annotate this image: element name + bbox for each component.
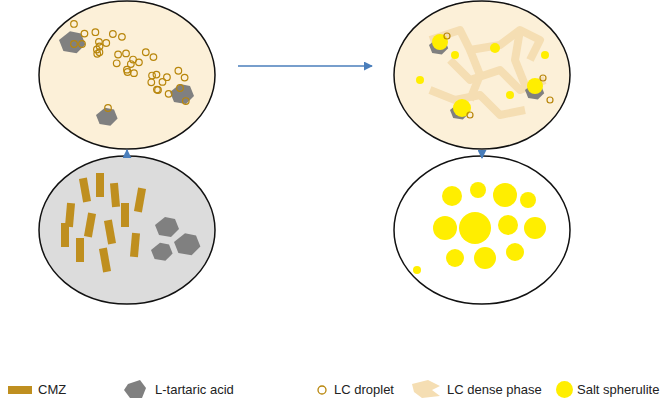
lc-droplet xyxy=(131,70,138,77)
dense-phase-sample xyxy=(412,380,440,398)
lc-droplet xyxy=(136,59,143,66)
stage-circle xyxy=(394,1,570,149)
lc-dense-phase xyxy=(430,30,540,60)
legend-label: Salt spherulite xyxy=(577,382,659,398)
legend-swatch xyxy=(8,386,32,394)
cmz-rod xyxy=(79,177,91,202)
lc-droplet xyxy=(177,85,184,92)
salt-spherulite xyxy=(442,186,462,206)
salt-spherulite xyxy=(432,34,448,50)
flow-arrow xyxy=(126,150,128,158)
cmz-rod xyxy=(130,233,140,258)
salt-spherulite xyxy=(453,99,471,117)
cmz-rod xyxy=(61,223,69,247)
salt-spherulite xyxy=(459,212,491,244)
tartaric-acid xyxy=(174,233,200,255)
flow-arrow xyxy=(481,150,483,158)
lc-droplet xyxy=(159,79,166,86)
lc-droplet xyxy=(105,105,112,112)
lc-droplet xyxy=(149,72,156,79)
tartaric-acid xyxy=(151,243,173,261)
cmz-rod xyxy=(96,173,104,197)
salt-spherulite xyxy=(416,76,424,84)
lc-droplet xyxy=(182,98,189,105)
cmz-rod xyxy=(99,247,111,272)
cmz-rod xyxy=(104,219,116,244)
legend-label: LC dense phase xyxy=(447,382,542,398)
lc-droplet xyxy=(71,21,78,28)
legend-label: CMZ xyxy=(38,382,66,398)
particles xyxy=(59,21,553,274)
lc-droplet xyxy=(124,69,131,76)
lc-droplet xyxy=(175,67,182,74)
cmz-rod xyxy=(110,183,120,208)
lc-droplet xyxy=(181,74,188,81)
lc-droplet xyxy=(119,34,126,41)
lc-dense-phase xyxy=(470,50,480,100)
cmz-rod xyxy=(76,238,84,262)
lc-droplet xyxy=(148,79,155,86)
lc-droplet xyxy=(540,75,546,81)
lc-droplet xyxy=(79,41,86,48)
salt-spherulite xyxy=(474,247,496,269)
salt-spherulite xyxy=(493,183,517,207)
salt-spherulite xyxy=(490,43,500,53)
salt-spherulite xyxy=(506,243,524,261)
lc-droplet xyxy=(444,33,450,39)
tartaric-acid xyxy=(155,217,179,237)
lc-droplet xyxy=(96,43,103,50)
cmz-rod xyxy=(121,203,129,227)
salt-spherulite xyxy=(433,216,457,240)
cmz-rod xyxy=(134,187,146,212)
legend-label: L-tartaric acid xyxy=(155,382,234,398)
lc-droplet xyxy=(103,40,110,47)
lc-droplet xyxy=(123,50,130,57)
lc-droplet xyxy=(150,54,157,61)
lc-droplet xyxy=(467,112,473,118)
salt-spherulite xyxy=(541,51,549,59)
lc-droplet xyxy=(115,51,122,58)
tartaric-acid xyxy=(170,84,194,104)
lc-dense-phase xyxy=(515,30,525,85)
flow-arrow xyxy=(238,65,372,67)
salt-spherulite xyxy=(520,192,536,208)
legend-label: LC droplet xyxy=(334,382,394,398)
salt-spherulite xyxy=(498,215,518,235)
lc-droplet xyxy=(165,91,172,98)
lc-droplet xyxy=(142,49,149,56)
salt-spherulite xyxy=(413,266,421,274)
tartaric-sample xyxy=(124,380,146,398)
salt-spherulite xyxy=(446,249,464,267)
lc-droplet xyxy=(547,97,553,103)
salt-spherulite xyxy=(470,182,486,198)
salt-spherulite xyxy=(451,51,459,59)
lc-dense-phase xyxy=(430,90,525,115)
stage-circle xyxy=(39,156,215,304)
cmz-rod xyxy=(84,212,96,237)
droplet-sample xyxy=(318,386,326,394)
lc-droplet xyxy=(71,41,78,48)
lc-droplet xyxy=(128,61,135,68)
lc-droplet xyxy=(110,31,117,38)
lc-droplet xyxy=(92,29,99,36)
salt-spherulite xyxy=(506,91,514,99)
stage-circle xyxy=(39,1,215,149)
stage-circle xyxy=(394,156,570,304)
lc-droplet xyxy=(155,87,162,94)
salt-spherulite xyxy=(524,217,546,239)
lc-droplet xyxy=(81,30,88,37)
lc-droplet xyxy=(113,60,120,67)
legend-swatch xyxy=(556,381,573,398)
